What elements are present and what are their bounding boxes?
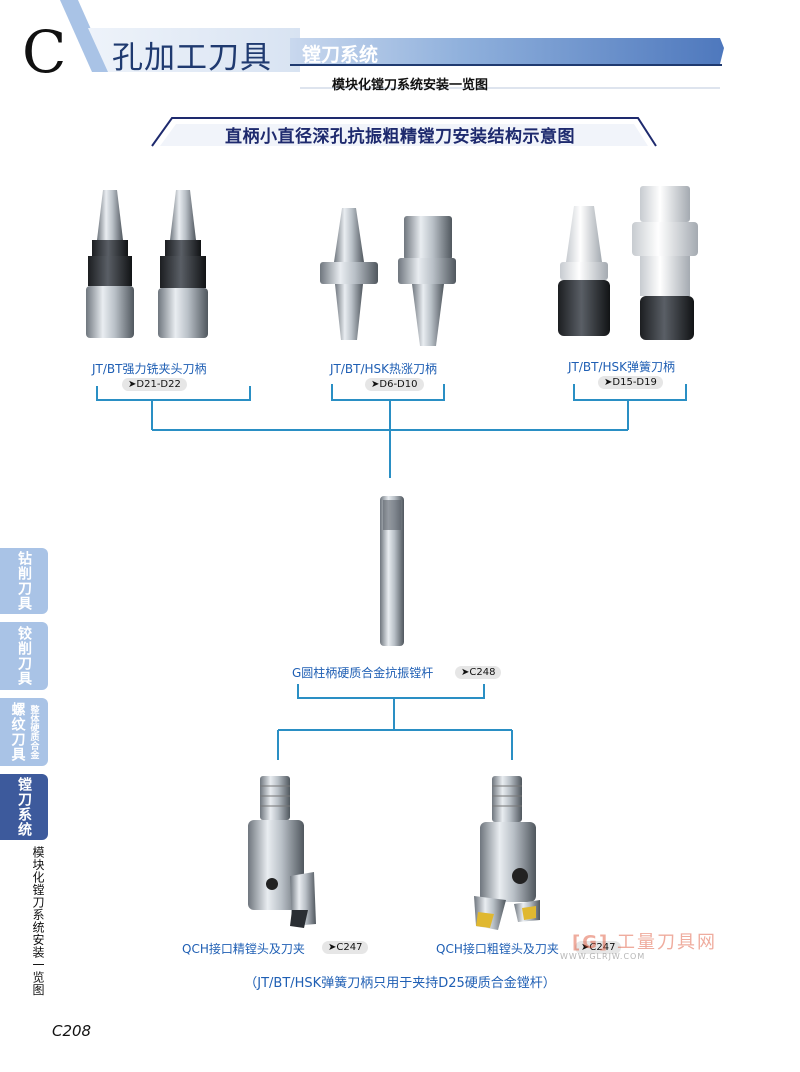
watermark-icon: [G] <box>572 932 610 953</box>
finish-head-label: QCH接口精镗头及刀夹 <box>182 942 305 956</box>
series-title: 镗刀系统 <box>302 44 379 66</box>
boring-bar-label: G圆柱柄硬质合金抗振镗杆 <box>292 666 434 680</box>
chapter-title: 孔加工刀具 <box>112 40 272 76</box>
header-band <box>60 0 724 89</box>
holder-label-power-chuck: JT/BT强力铣夹头刀柄 <box>92 362 207 376</box>
holder-label-shrink-fit: JT/BT/HSK热涨刀柄 <box>330 362 438 376</box>
power-milling-chuck-image <box>86 190 208 338</box>
section-title: 直柄小直径深孔抗振粗精镗刀安装结构示意图 <box>225 127 575 147</box>
collet-chuck-image <box>558 186 698 340</box>
side-tab-drilling[interactable]: 钻削刀具 <box>0 548 48 614</box>
rough-head-ref: ➤C247 <box>575 941 622 954</box>
holder-ref-power-chuck: ➤D21-D22 <box>122 378 187 391</box>
finish-head-ref: ➤C247 <box>322 941 369 954</box>
side-tab-threading[interactable]: 螺纹刀具 整体硬质合金 <box>0 698 48 766</box>
side-tab-boring[interactable]: 镗刀系统 <box>0 774 48 840</box>
rough-boring-head-image <box>474 776 540 930</box>
section-title-frame <box>151 117 657 147</box>
watermark-url: WWW.GLRJW.COM <box>560 952 646 961</box>
holder-ref-collet: ➤D15-D19 <box>598 376 663 389</box>
page-subtitle: 模块化镗刀系统安装一览图 <box>332 78 489 93</box>
carbide-boring-bar-image <box>380 496 404 646</box>
finish-boring-head-image <box>248 776 316 928</box>
shrink-fit-holder-image <box>320 208 456 346</box>
rough-head-label: QCH接口粗镗头及刀夹 <box>436 942 559 956</box>
holder-label-collet: JT/BT/HSK弹簧刀柄 <box>568 360 676 374</box>
chapter-letter: C <box>22 18 67 86</box>
watermark-logo: [G] 工量刀具网 <box>572 932 717 953</box>
side-tab-reaming[interactable]: 铰削刀具 <box>0 622 48 690</box>
boring-bar-ref: ➤C248 <box>455 666 502 679</box>
page-number: C208 <box>52 1022 92 1040</box>
usage-note: （JT/BT/HSK弹簧刀柄只用于夹持D25硬质合金镗杆） <box>244 976 556 991</box>
side-caption: 模块化镗刀系统安装一览图 <box>31 846 45 996</box>
holder-ref-shrink-fit: ➤D6-D10 <box>365 378 424 391</box>
